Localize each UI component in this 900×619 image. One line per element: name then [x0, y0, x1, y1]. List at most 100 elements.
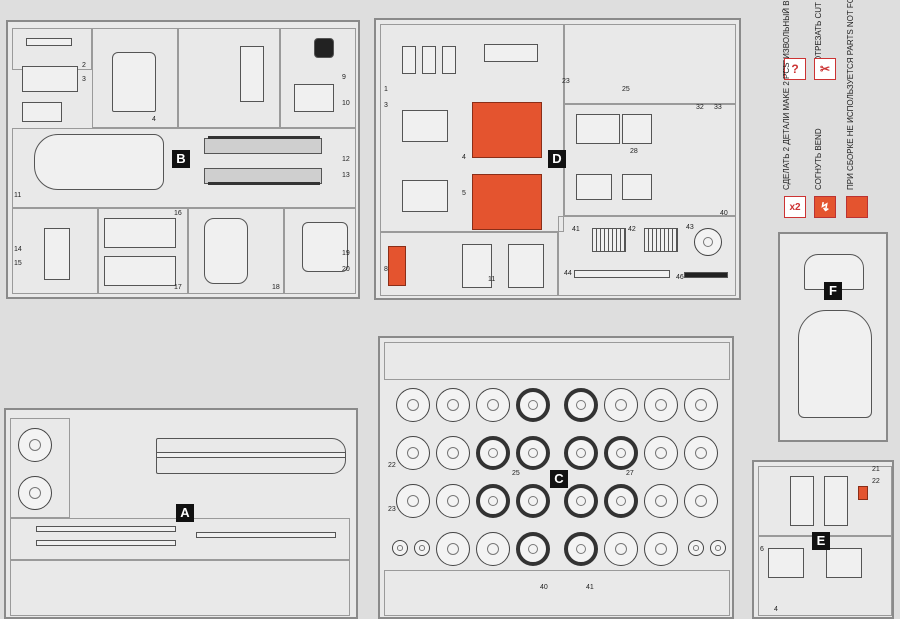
- part-window: [826, 548, 862, 578]
- part-black-knob: [314, 38, 334, 58]
- part-dashboard: [302, 222, 348, 272]
- sprue-f: F: [778, 232, 888, 442]
- legend-cut-off: ОТРЕЗАТЬ CUT OFF: [814, 0, 823, 62]
- part-tyre: [564, 388, 598, 422]
- part-number: 8: [384, 266, 388, 273]
- part-tyre: [476, 436, 510, 470]
- part-number: 42: [628, 226, 636, 233]
- sprue-b: B 2 3 4 9 10 11 12 13 14 15 16 17 18 19 …: [6, 20, 360, 299]
- sprue-d-cell: [564, 24, 736, 104]
- part-spring: [44, 228, 70, 280]
- part-seat: [422, 46, 436, 74]
- part-chassis-member: [204, 218, 248, 284]
- part-wheel: [436, 436, 470, 470]
- part-number: 3: [384, 102, 388, 109]
- sprue-d: D 1 3 4 5 8 11 23 25 28 32 33 40 41 42 4…: [374, 18, 741, 300]
- part-axle: [36, 526, 176, 532]
- part-wheel: [396, 436, 430, 470]
- part-headlight-housings: [240, 46, 264, 102]
- legend-cut-off-text: ОТРЕЗАТЬ CUT OFF: [814, 0, 823, 62]
- part-black-strip: [684, 272, 728, 278]
- part-door-panel: [576, 114, 620, 144]
- part-bumper: [574, 270, 670, 278]
- part-seat-cushion: [402, 110, 448, 142]
- sprue-a: A: [4, 408, 358, 619]
- part-exhaust: [196, 532, 336, 538]
- part-number: 4: [462, 154, 466, 161]
- part-wheel: [436, 388, 470, 422]
- part-grille-box: [644, 228, 678, 252]
- part-number: 23: [562, 78, 570, 85]
- part-tyre: [564, 436, 598, 470]
- legend-bend: СОГНУТЬ BEND: [814, 128, 823, 190]
- part-body-shell: [34, 134, 164, 190]
- sprue-c: C 22 23 25 27 40 41: [378, 336, 734, 619]
- part-tyre: [564, 532, 598, 566]
- part-number: 22: [872, 478, 880, 485]
- part-wheel: [476, 388, 510, 422]
- part-number: 12: [342, 156, 350, 163]
- part-number: 4: [152, 116, 156, 123]
- part-tyre: [516, 484, 550, 518]
- part-number: 25: [512, 470, 520, 477]
- bend-icon: ↯: [814, 196, 836, 218]
- part-black-trim: [208, 136, 320, 139]
- part-number: 15: [14, 260, 22, 267]
- part-number: 46: [676, 274, 684, 281]
- part-number: 18: [272, 284, 280, 291]
- part-number: 1: [384, 86, 388, 93]
- part-tyre: [516, 388, 550, 422]
- part-wheel: [644, 388, 678, 422]
- part-door-panel: [622, 114, 652, 144]
- part-hubcap: [688, 540, 704, 556]
- part-tyre: [564, 484, 598, 518]
- part-number: 23: [388, 506, 396, 513]
- part-seat: [22, 102, 62, 122]
- part-hubcap: [414, 540, 430, 556]
- part-seat: [22, 66, 78, 92]
- part-number: 17: [174, 284, 182, 291]
- sprue-label-a: A: [176, 504, 194, 522]
- legend-bend-text: СОГНУТЬ BEND: [814, 128, 823, 190]
- sprue-label-d: D: [548, 150, 566, 168]
- part-number: 3: [82, 76, 86, 83]
- scissors-icon: ✂: [814, 58, 836, 80]
- part-axle: [36, 540, 176, 546]
- part-number: 41: [572, 226, 580, 233]
- part-not-for-use-small: [388, 246, 406, 286]
- part-wheel: [644, 436, 678, 470]
- part-tyre: [476, 484, 510, 518]
- legend-make-2-text: СДЕЛАТЬ 2 ДЕТАЛИ MAKE 2 PCS: [782, 62, 791, 190]
- part-number: 33: [714, 104, 722, 111]
- part-number: 11: [14, 192, 22, 199]
- part-door-panel: [622, 174, 652, 200]
- part-seat: [442, 46, 456, 74]
- part-number: 16: [174, 210, 182, 217]
- part-wheel: [684, 484, 718, 518]
- part-door: [790, 476, 814, 526]
- part-number: 41: [586, 584, 594, 591]
- part-black-trim: [208, 182, 320, 185]
- part-wheel: [436, 532, 470, 566]
- part-panel: [294, 84, 334, 112]
- part-number: 40: [540, 584, 548, 591]
- part-hubcap: [392, 540, 408, 556]
- part-number: 43: [686, 224, 694, 231]
- part-tyre: [516, 436, 550, 470]
- part-tray: [484, 44, 538, 62]
- sprue-a-cell: [10, 560, 350, 616]
- part-tyre: [604, 436, 638, 470]
- part-wheel: [396, 484, 430, 518]
- part-number: 21: [872, 466, 880, 473]
- part-number: 4: [774, 606, 778, 613]
- part-seat: [402, 46, 416, 74]
- sprue-label-c: C: [550, 470, 568, 488]
- sprue-d-cell: [380, 232, 558, 296]
- part-wheel: [644, 532, 678, 566]
- part-not-for-use-small: [858, 486, 868, 500]
- part-not-for-use: [472, 102, 542, 158]
- sprue-c-cell: [384, 570, 730, 616]
- part-tyre: [516, 532, 550, 566]
- part-number: 13: [342, 172, 350, 179]
